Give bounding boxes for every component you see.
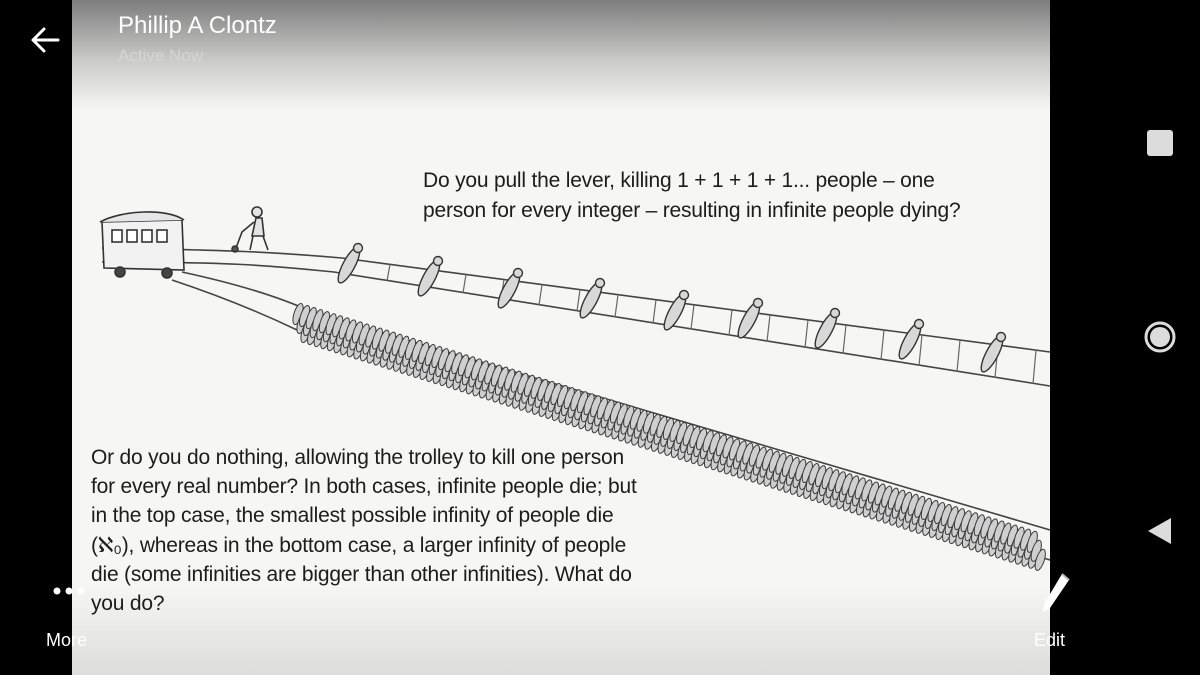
- track-person: [337, 242, 364, 284]
- track-person: [579, 277, 606, 319]
- track-person: [814, 307, 841, 349]
- header-gradient: [72, 0, 1050, 110]
- edit-button[interactable]: Edit: [1028, 566, 1078, 654]
- lever-person: [231, 206, 269, 253]
- track-person: [663, 289, 690, 331]
- track-person: [497, 267, 524, 309]
- more-label: More: [46, 630, 88, 650]
- track-person: [980, 331, 1007, 373]
- trolley: [99, 211, 185, 279]
- track-person: [737, 297, 764, 339]
- trolley-illustration: [99, 206, 1050, 571]
- presence-status: Active Now: [118, 46, 204, 65]
- footer-gradient: [72, 585, 1050, 675]
- shared-photo[interactable]: Do you pull the lever, killing 1 + 1 + 1…: [72, 0, 1050, 675]
- recents-button[interactable]: [1130, 118, 1190, 168]
- contact-name[interactable]: Phillip A Clontz: [118, 12, 277, 39]
- caption-bottom: Or do you do nothing, allowing the troll…: [91, 446, 637, 616]
- triangle-back-icon: [1148, 518, 1171, 544]
- home-button[interactable]: [1130, 312, 1190, 362]
- more-dots-icon: [53, 584, 87, 596]
- pencil-icon: [1043, 573, 1070, 612]
- caption-top: Do you pull the lever, killing 1 + 1 + 1…: [423, 169, 961, 222]
- system-back-button[interactable]: [1130, 506, 1190, 556]
- arrow-left-icon[interactable]: [28, 26, 62, 54]
- more-button[interactable]: More: [40, 574, 100, 654]
- circle-icon: [1144, 321, 1176, 353]
- track-person: [417, 255, 444, 297]
- track-person: [898, 318, 925, 360]
- edit-label: Edit: [1034, 630, 1066, 650]
- square-icon: [1147, 130, 1173, 156]
